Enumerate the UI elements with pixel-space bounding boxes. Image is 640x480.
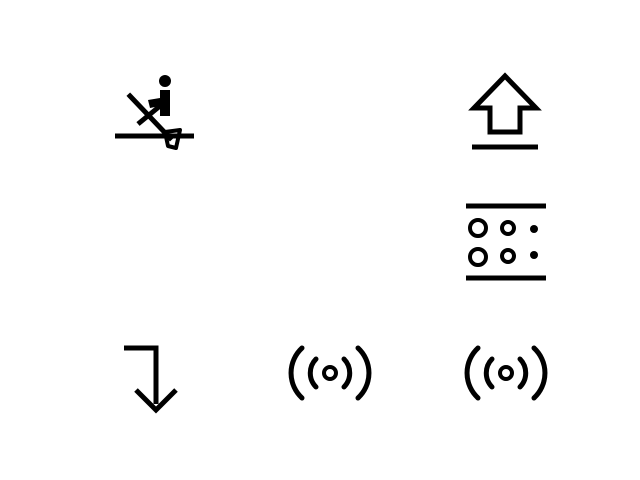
upload-icon xyxy=(466,70,544,154)
subdirectory-arrow-down-icon xyxy=(118,340,184,416)
wireless-signal-icon xyxy=(286,340,374,406)
braille-icon xyxy=(462,198,550,286)
rowing-icon xyxy=(110,72,200,154)
wireless-signal-icon xyxy=(462,340,550,406)
